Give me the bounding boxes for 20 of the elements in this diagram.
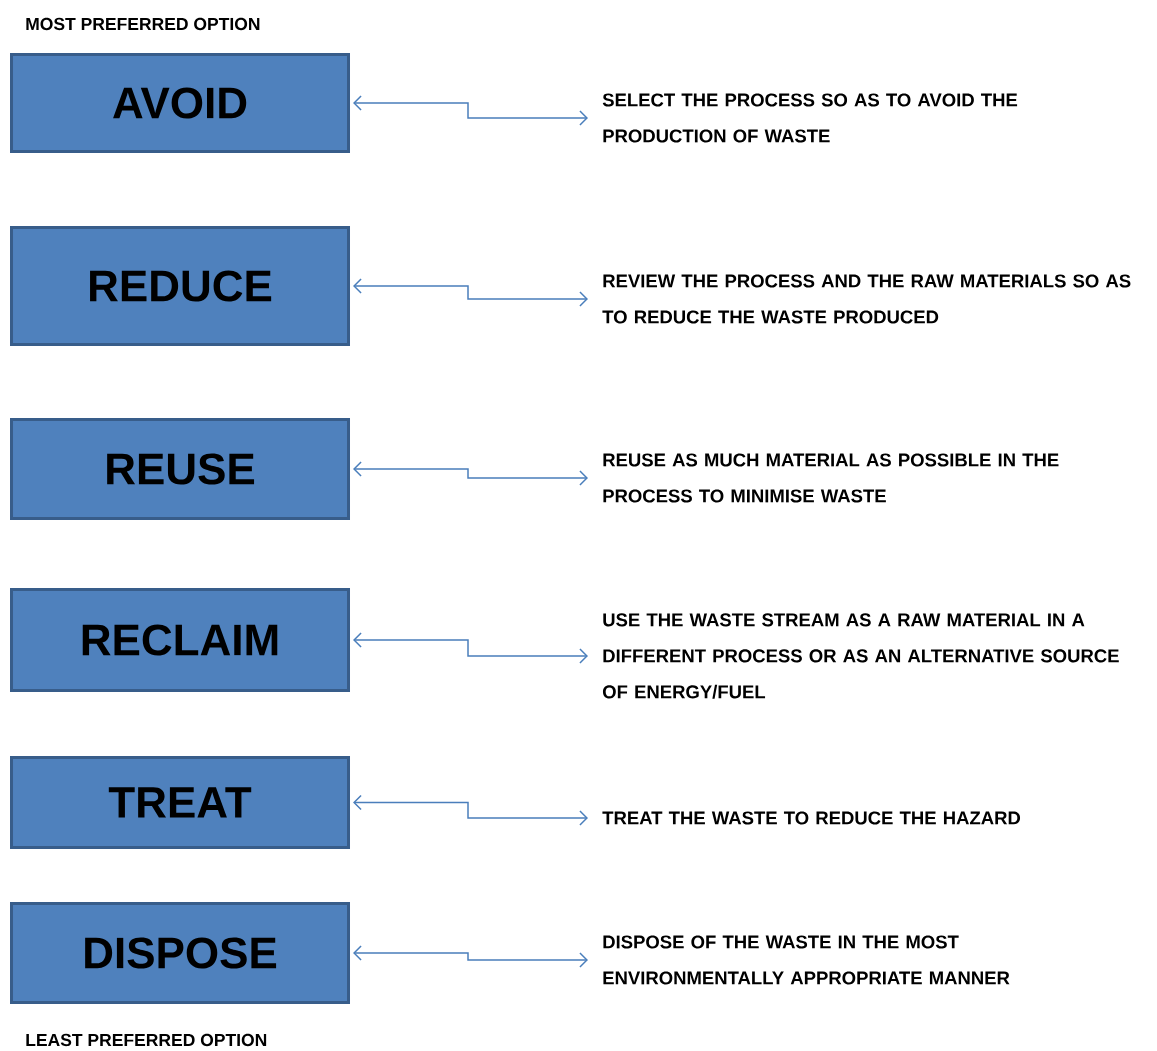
double-arrow (353, 794, 588, 826)
description-text: TREAT THE WASTE TO REDUCE THE HAZARD (602, 811, 1021, 825)
option-box: AVOID (10, 53, 350, 153)
double-arrow (353, 632, 588, 664)
description-text: DISPOSE OF THE WASTE IN THE MOST ENVIRONMENTALLY APPROPRIATE MANNER (603, 935, 1010, 985)
option-box: TREAT (10, 756, 350, 849)
double-arrow (353, 945, 588, 968)
option-box: REUSE (10, 418, 350, 520)
option-box: RECLAIM (10, 588, 350, 692)
description-text: REVIEW THE PROCESS AND THE RAW MATERIALS SO AS TO REDUCE THE WASTE PRODUCED (602, 274, 1131, 324)
option-box: REDUCE (10, 226, 350, 346)
option-rank-label: MOST PREFERRED OPTION (26, 17, 260, 31)
description-text: USE THE WASTE STREAM AS A RAW MATERIAL IN A DIFFERENT PROCESS OR AS AN ALTERNATIVE SOURCE OF ENERGY/FUEL (602, 613, 1119, 699)
option-box: DISPOSE (10, 902, 350, 1004)
double-arrow (353, 461, 588, 486)
option-rank-label: LEAST PREFERRED OPTION (26, 1033, 267, 1047)
description-text: SELECT THE PROCESS SO AS TO AVOID THE PRODUCTION OF WASTE (602, 93, 1018, 143)
double-arrow (353, 95, 588, 126)
description-text: REUSE AS MUCH MATERIAL AS POSSIBLE IN THE PROCESS TO MINIMISE WASTE (603, 453, 1059, 503)
double-arrow (353, 278, 588, 307)
